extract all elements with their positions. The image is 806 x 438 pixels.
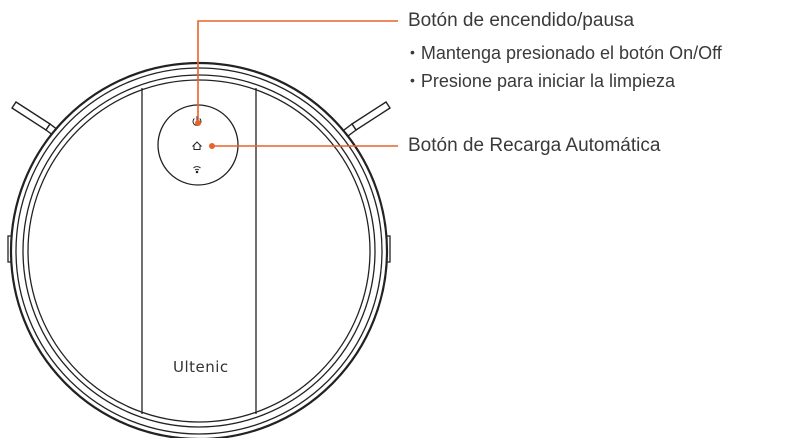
brand-logo: Ultenic (173, 358, 229, 376)
right-side-brush (339, 101, 391, 141)
power-callout-line (195, 20, 398, 126)
bullet-text: Mantenga presionado el botón On/Off (420, 43, 722, 63)
bullet-dot: • (410, 72, 415, 88)
power-button-label: Botón de encendido/pausa (408, 10, 635, 31)
wifi-icon (193, 166, 201, 174)
recharge-callout-line (209, 143, 398, 149)
top-panel-strip (141, 88, 257, 414)
bullet-dot: • (410, 44, 415, 60)
home-icon[interactable] (191, 141, 203, 150)
robot-body (9, 61, 389, 438)
power-bullet-1: • Mantenga presionado el botón On/Off (410, 40, 722, 65)
power-bullet-2: • Presione para iniciar la limpieza (410, 68, 675, 93)
bullet-text: Presione para iniciar la limpieza (420, 71, 676, 91)
recharge-button-label: Botón de Recarga Automática (408, 135, 661, 156)
